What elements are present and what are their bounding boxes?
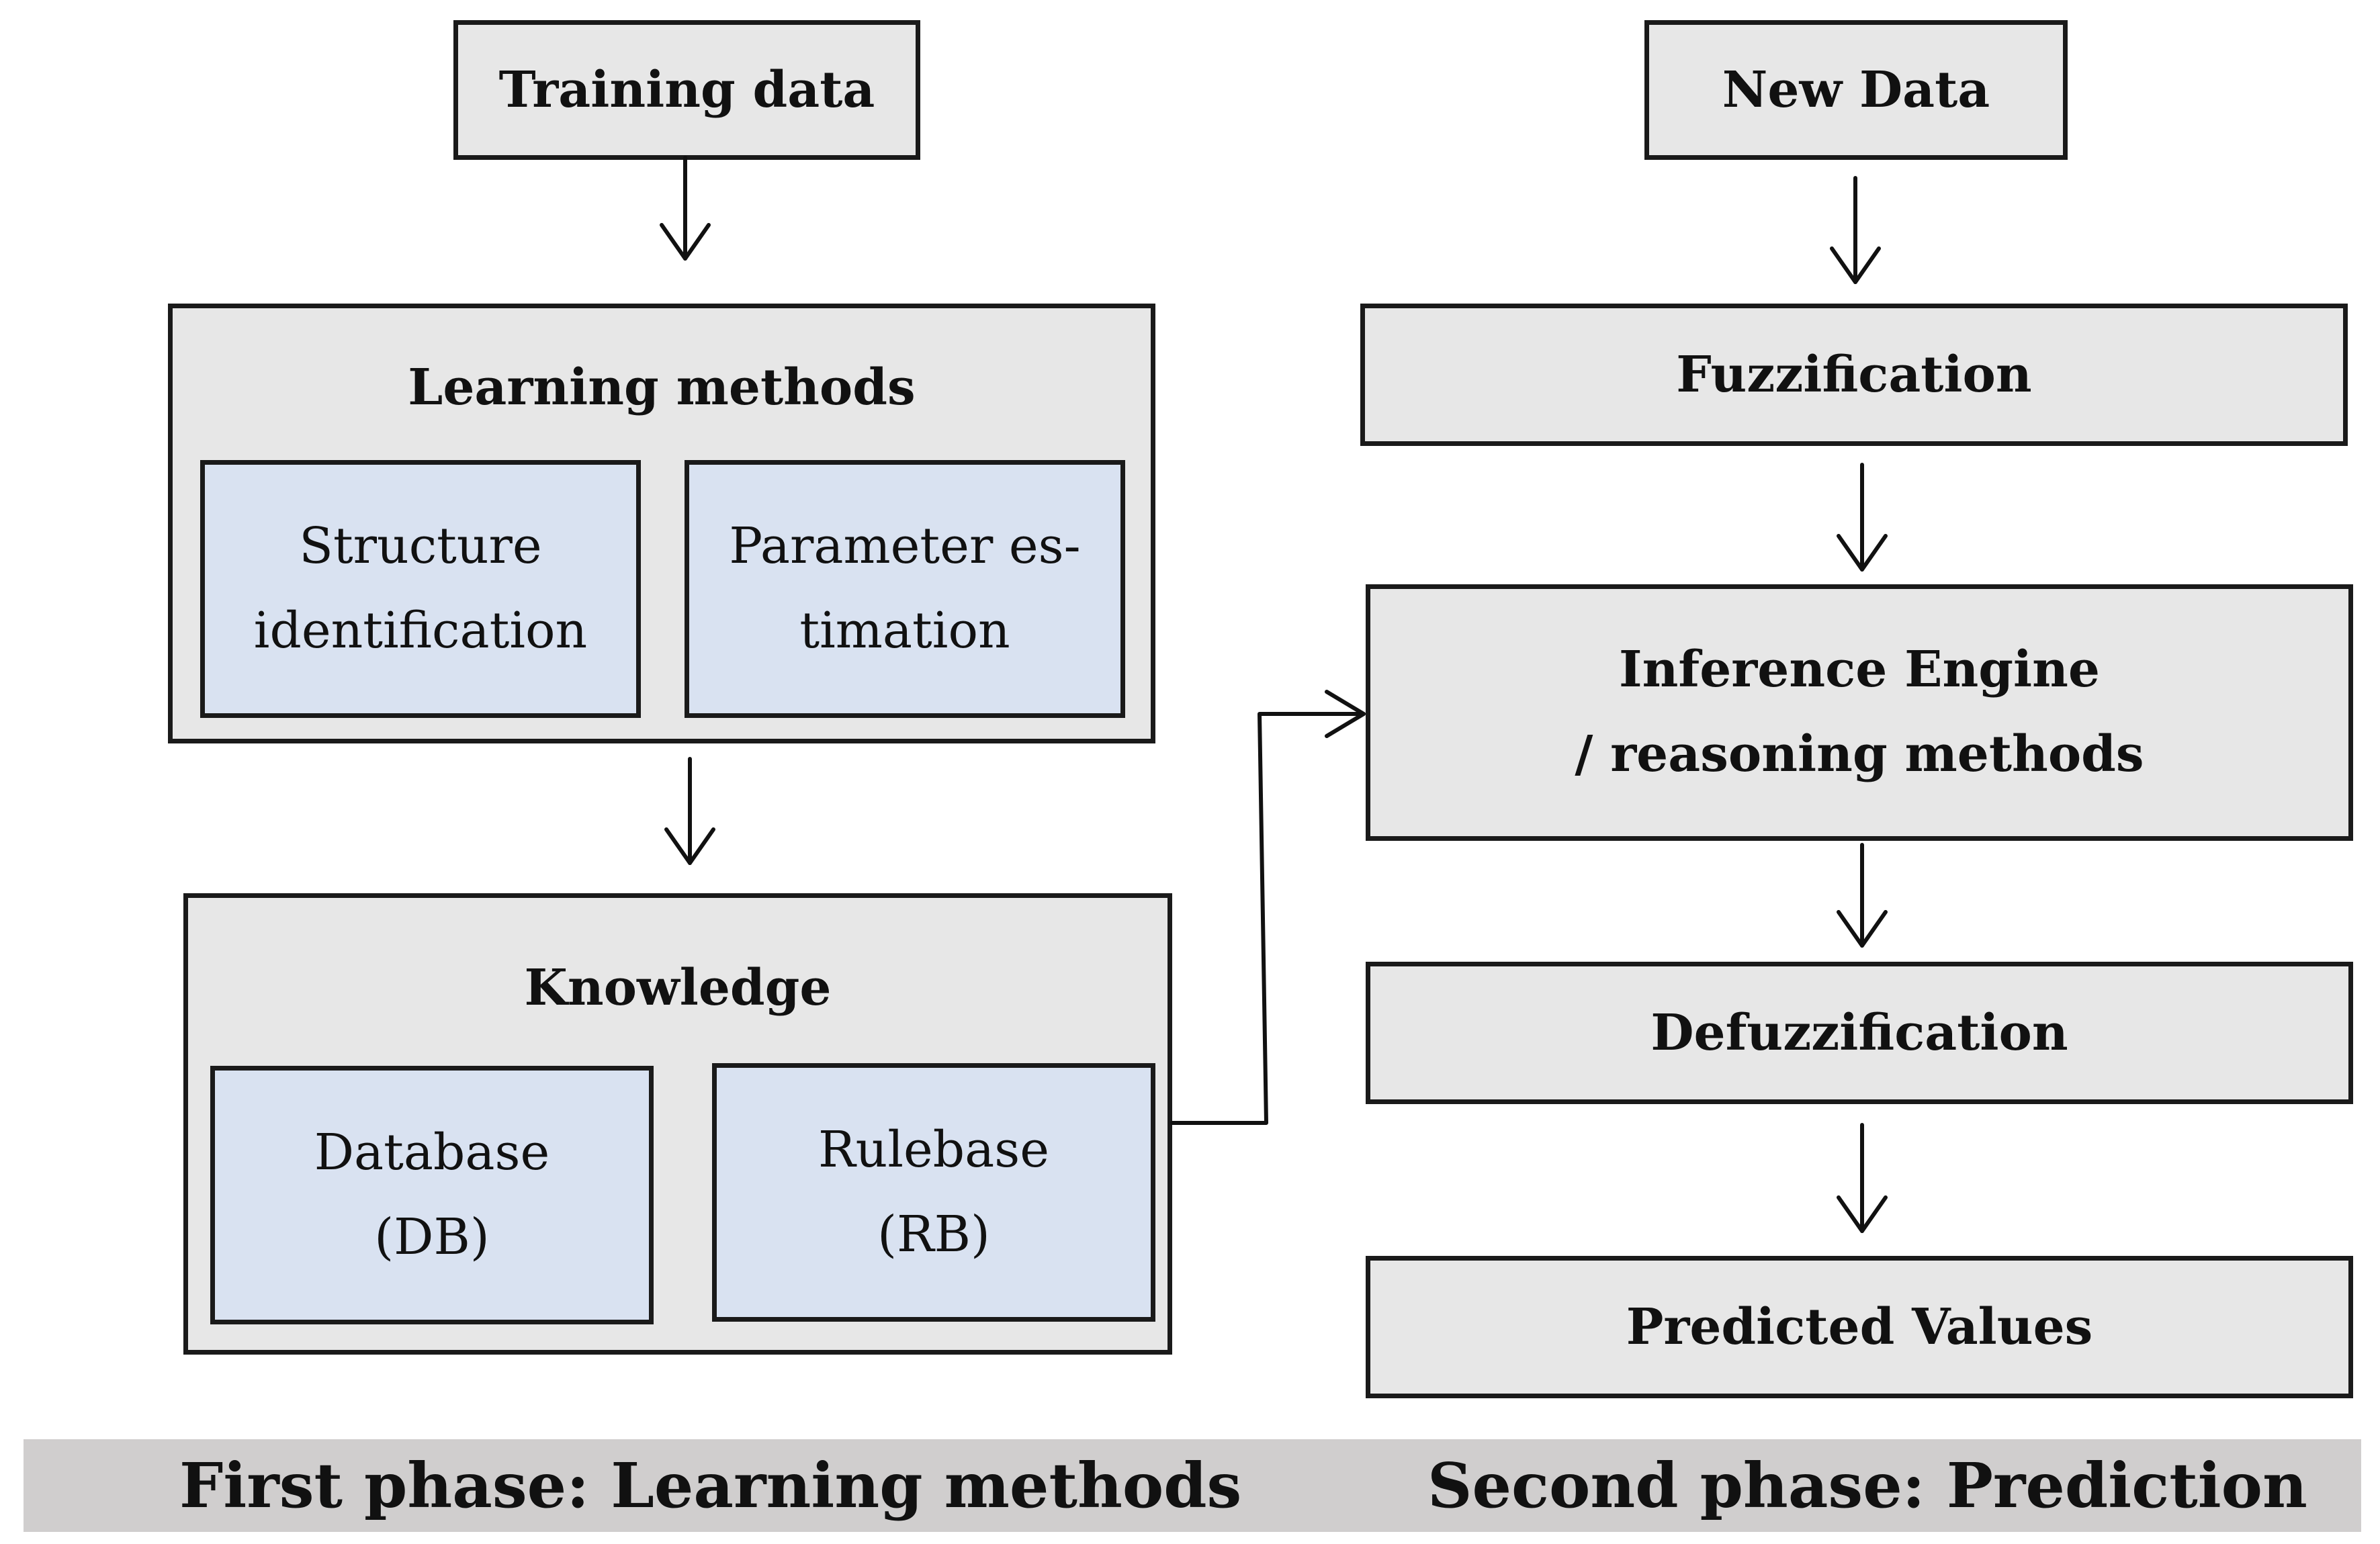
fuzzification-box: Fuzzification <box>1360 304 2348 446</box>
inference-engine-box: Inference Engine / reasoning methods <box>1366 584 2353 841</box>
arrow-fuzzification-to-inference <box>1837 463 1888 572</box>
defuzzification-box: Defuzzification <box>1366 962 2353 1104</box>
database-box: Database (DB) <box>210 1066 654 1324</box>
arrow-knowledge-to-inference <box>1170 690 1366 1125</box>
new-data-label: New Data <box>1722 61 1990 119</box>
rulebase-box: Rulebase (RB) <box>712 1063 1155 1322</box>
arrow-inference-to-defuzzification <box>1837 843 1888 948</box>
database-label-line1: Database <box>314 1123 550 1181</box>
arrow-defuzzification-to-predicted <box>1837 1123 1888 1233</box>
learning-methods-box: Learning methods Structure identificatio… <box>168 304 1155 743</box>
arrow-training-to-learning <box>660 156 711 261</box>
arrow-learning-to-knowledge <box>664 757 715 865</box>
knowledge-title: Knowledge <box>524 959 832 1017</box>
fuzzification-label: Fuzzification <box>1676 346 2032 404</box>
rulebase-label-line1: Rulebase <box>818 1120 1050 1179</box>
predicted-values-box: Predicted Values <box>1366 1256 2353 1398</box>
database-label-line2: (DB) <box>374 1208 490 1266</box>
parameter-label-line2: timation <box>799 602 1010 660</box>
learning-methods-title: Learning methods <box>408 359 916 416</box>
new-data-box: New Data <box>1644 20 2068 160</box>
second-phase-label: Second phase: Prediction <box>1427 1449 2307 1522</box>
first-phase-label: First phase: Learning methods <box>179 1449 1242 1522</box>
inference-label-line1: Inference Engine <box>1618 641 2101 699</box>
phase-footer: First phase: Learning methods Second pha… <box>24 1439 2361 1532</box>
parameter-label-line1: Parameter es- <box>729 517 1081 576</box>
knowledge-box: Knowledge Database (DB) Rulebase (RB) <box>183 893 1172 1355</box>
defuzzification-label: Defuzzification <box>1650 1004 2068 1062</box>
inference-label-line2: / reasoning methods <box>1575 725 2144 783</box>
structure-label-line1: Structure <box>299 517 542 576</box>
arrow-newdata-to-fuzzification <box>1830 176 1881 284</box>
structure-identification-box: Structure identification <box>200 460 641 718</box>
structure-label-line2: identification <box>253 602 588 660</box>
parameter-estimation-box: Parameter es- timation <box>685 460 1125 718</box>
training-data-label: Training data <box>498 61 875 119</box>
predicted-values-label: Predicted Values <box>1626 1298 2093 1356</box>
rulebase-label-line2: (RB) <box>877 1205 990 1263</box>
training-data-box: Training data <box>453 20 920 160</box>
